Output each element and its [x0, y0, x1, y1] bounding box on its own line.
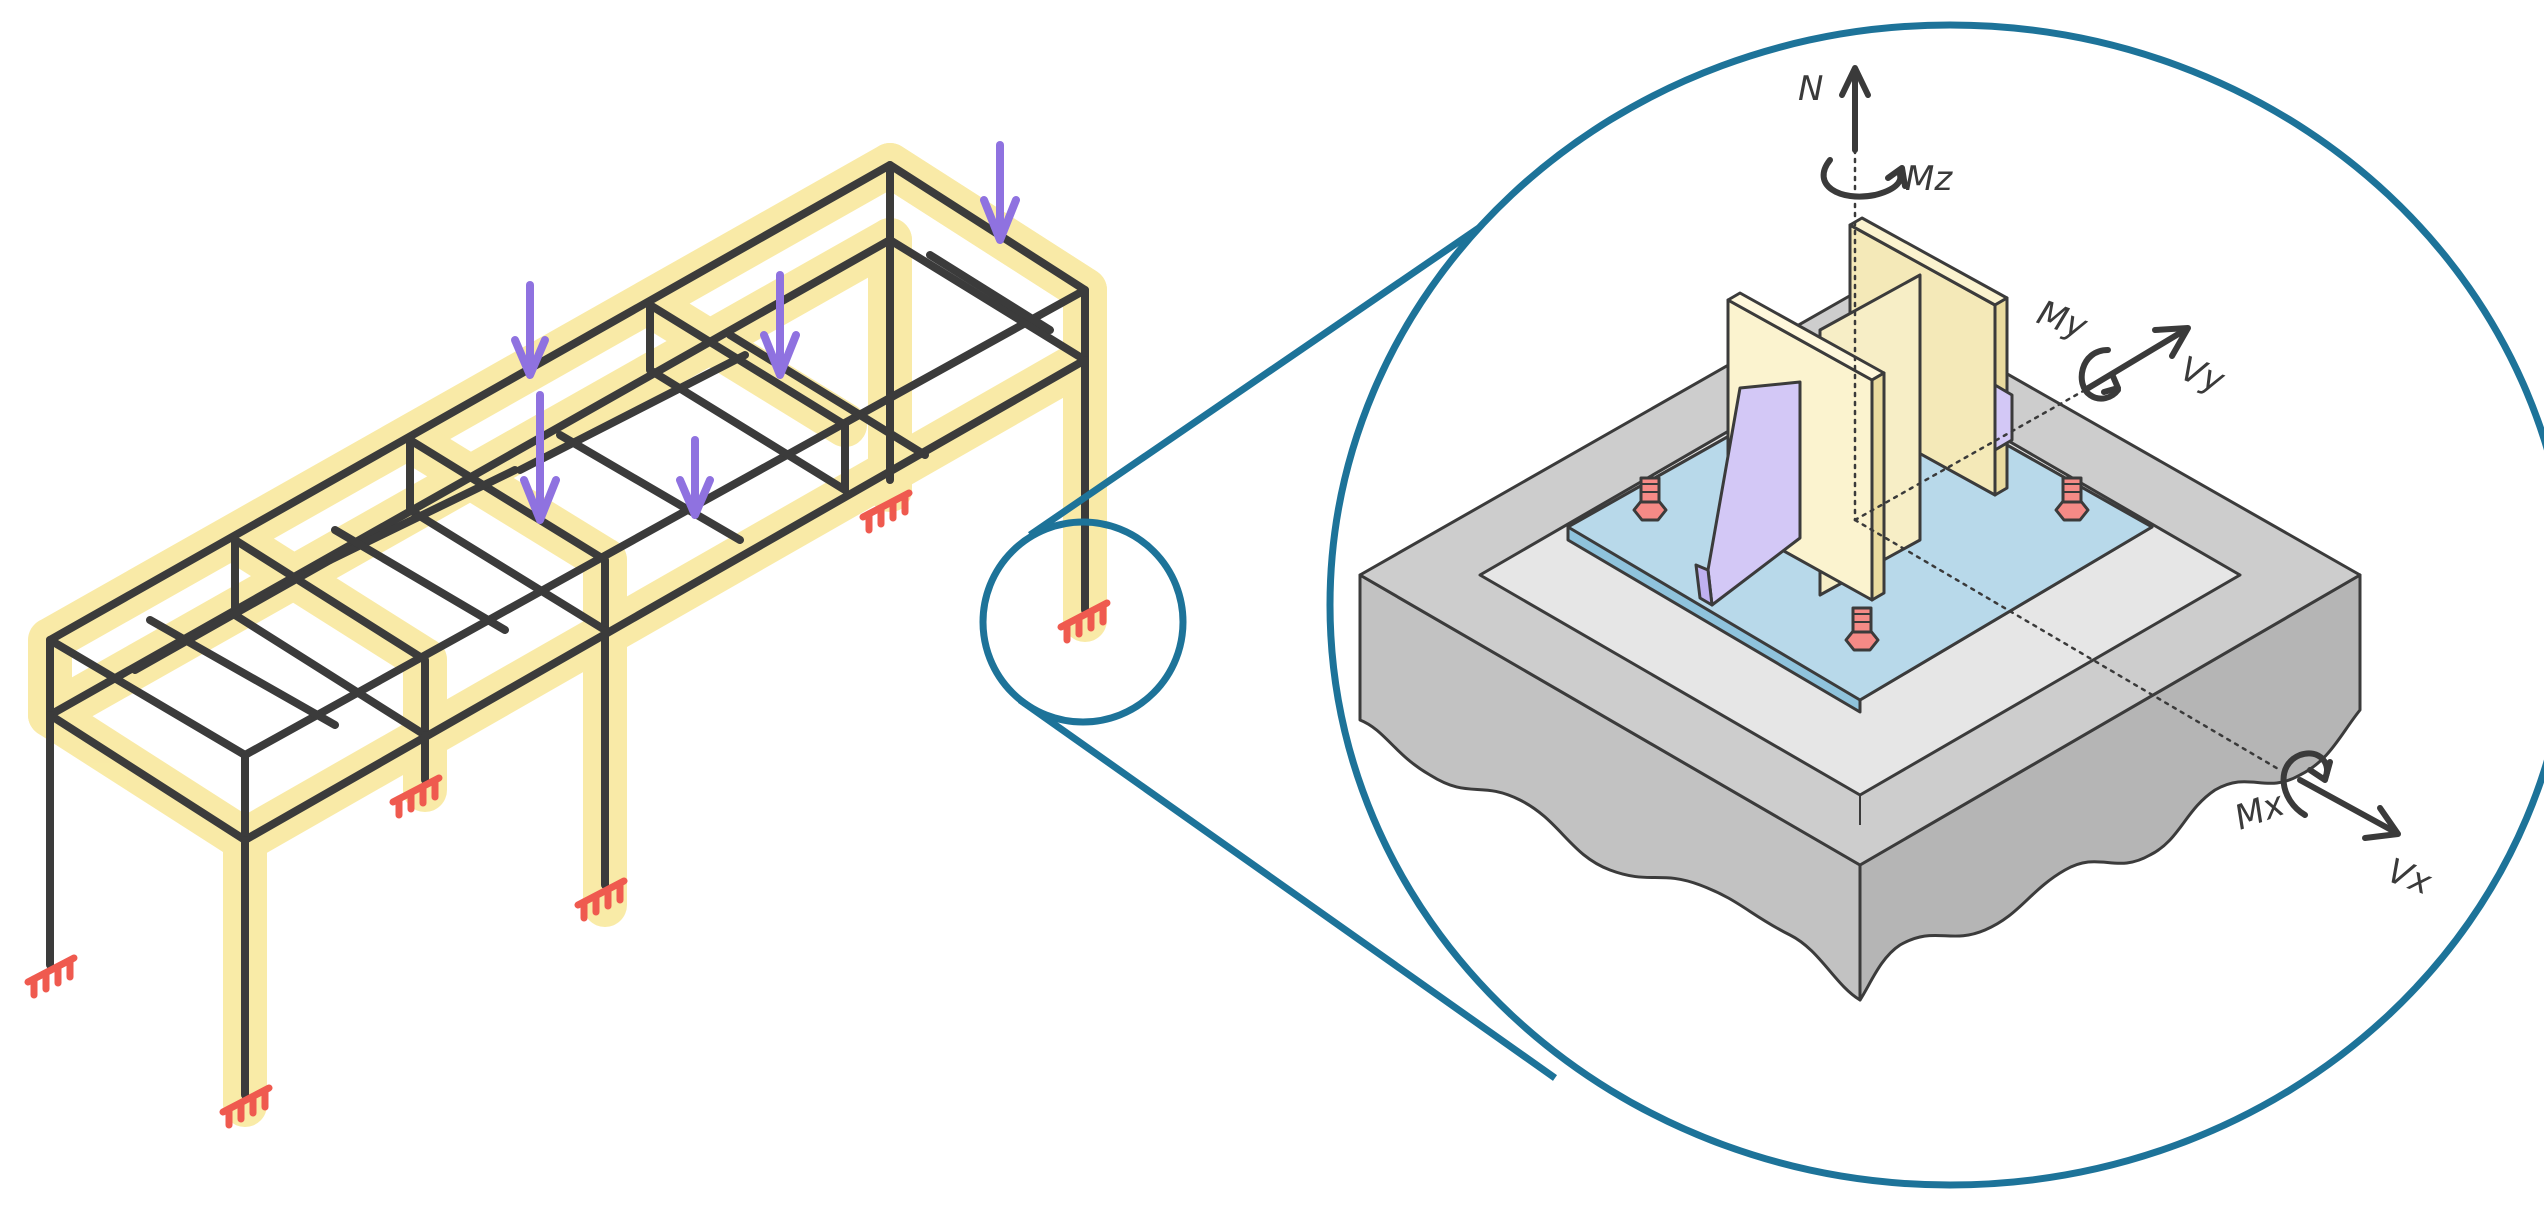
- local-axes: [1820, 65, 2401, 841]
- fixed-support-icon: [219, 1084, 273, 1129]
- concrete-side-left: [1358, 573, 1862, 1002]
- frame-brace-5: [331, 526, 509, 634]
- fixed-supports: [24, 489, 1111, 1129]
- down-arrow-icon: [520, 391, 560, 524]
- frame-brace-4: [146, 616, 339, 729]
- anchor-bolt-icon: [1632, 476, 1668, 522]
- shear-x-arrow-icon: [2297, 777, 2401, 841]
- frame-end-left-upper: [46, 636, 249, 759]
- steel-frame: [46, 161, 1089, 1099]
- fixed-support-icon: [389, 774, 443, 819]
- frame-bay-3: [646, 301, 849, 494]
- anchor-bolt-icon: [2054, 476, 2090, 522]
- shear-y-arrow-icon: [2082, 325, 2191, 393]
- frame-highlight: [28, 143, 1107, 1127]
- down-arrow-icon: [980, 141, 1020, 244]
- stiffener-right: [1993, 383, 2014, 452]
- down-arrow-icon: [676, 436, 714, 519]
- load-arrows: [511, 141, 1020, 524]
- label-moment-z: Mz: [1905, 159, 1953, 199]
- axis-y-dotted: [1853, 388, 2087, 522]
- down-arrow-icon: [511, 281, 549, 379]
- fixed-support-icon: [859, 489, 913, 534]
- fixed-support-icon: [24, 954, 78, 999]
- axis-x-dotted: [1853, 518, 2282, 772]
- moment-z-arrow-icon: [1820, 157, 1908, 200]
- frame-brace-1: [131, 556, 334, 674]
- axial-force-arrow-icon: [1839, 65, 1871, 153]
- column-base-detail: [1358, 216, 2362, 1002]
- anchor-bolt-icon: [1844, 606, 1880, 652]
- moment-y-arrow-icon: [2078, 347, 2121, 402]
- frame-brace-8: [926, 251, 1054, 334]
- frame-top-back-beam: [46, 161, 894, 644]
- label-axial-force: N: [1798, 69, 1823, 109]
- fixed-support-icon: [1057, 599, 1111, 644]
- down-arrow-icon: [760, 271, 800, 379]
- frame-brace-6: [556, 431, 744, 544]
- moment-x-arrow-icon: [2280, 750, 2333, 818]
- frame-lower-front-beam: [241, 356, 1089, 844]
- frame-top-front-beam: [241, 286, 1089, 759]
- frame-brace-3: [516, 351, 749, 474]
- zoom-source-circle: [979, 518, 1187, 726]
- fixed-support-icon: [574, 877, 628, 922]
- zoom-connector-bottom: [1017, 697, 1558, 1081]
- concrete-side-right: [1858, 573, 2362, 1002]
